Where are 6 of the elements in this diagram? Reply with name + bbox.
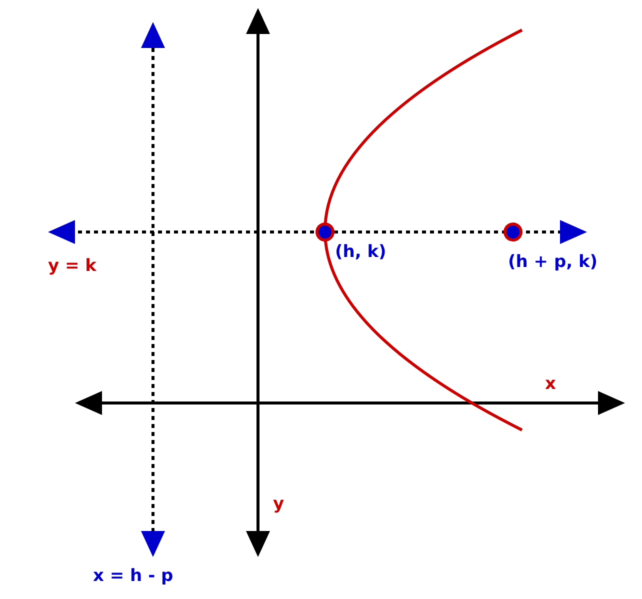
point-label: (h + p, k) xyxy=(508,254,598,271)
axis-label: x xyxy=(545,376,556,393)
equation-label: y = k xyxy=(48,258,96,275)
point-label: (h, k) xyxy=(335,244,386,261)
axis-label: y xyxy=(273,496,284,513)
equation-label: x = h - p xyxy=(93,568,174,585)
